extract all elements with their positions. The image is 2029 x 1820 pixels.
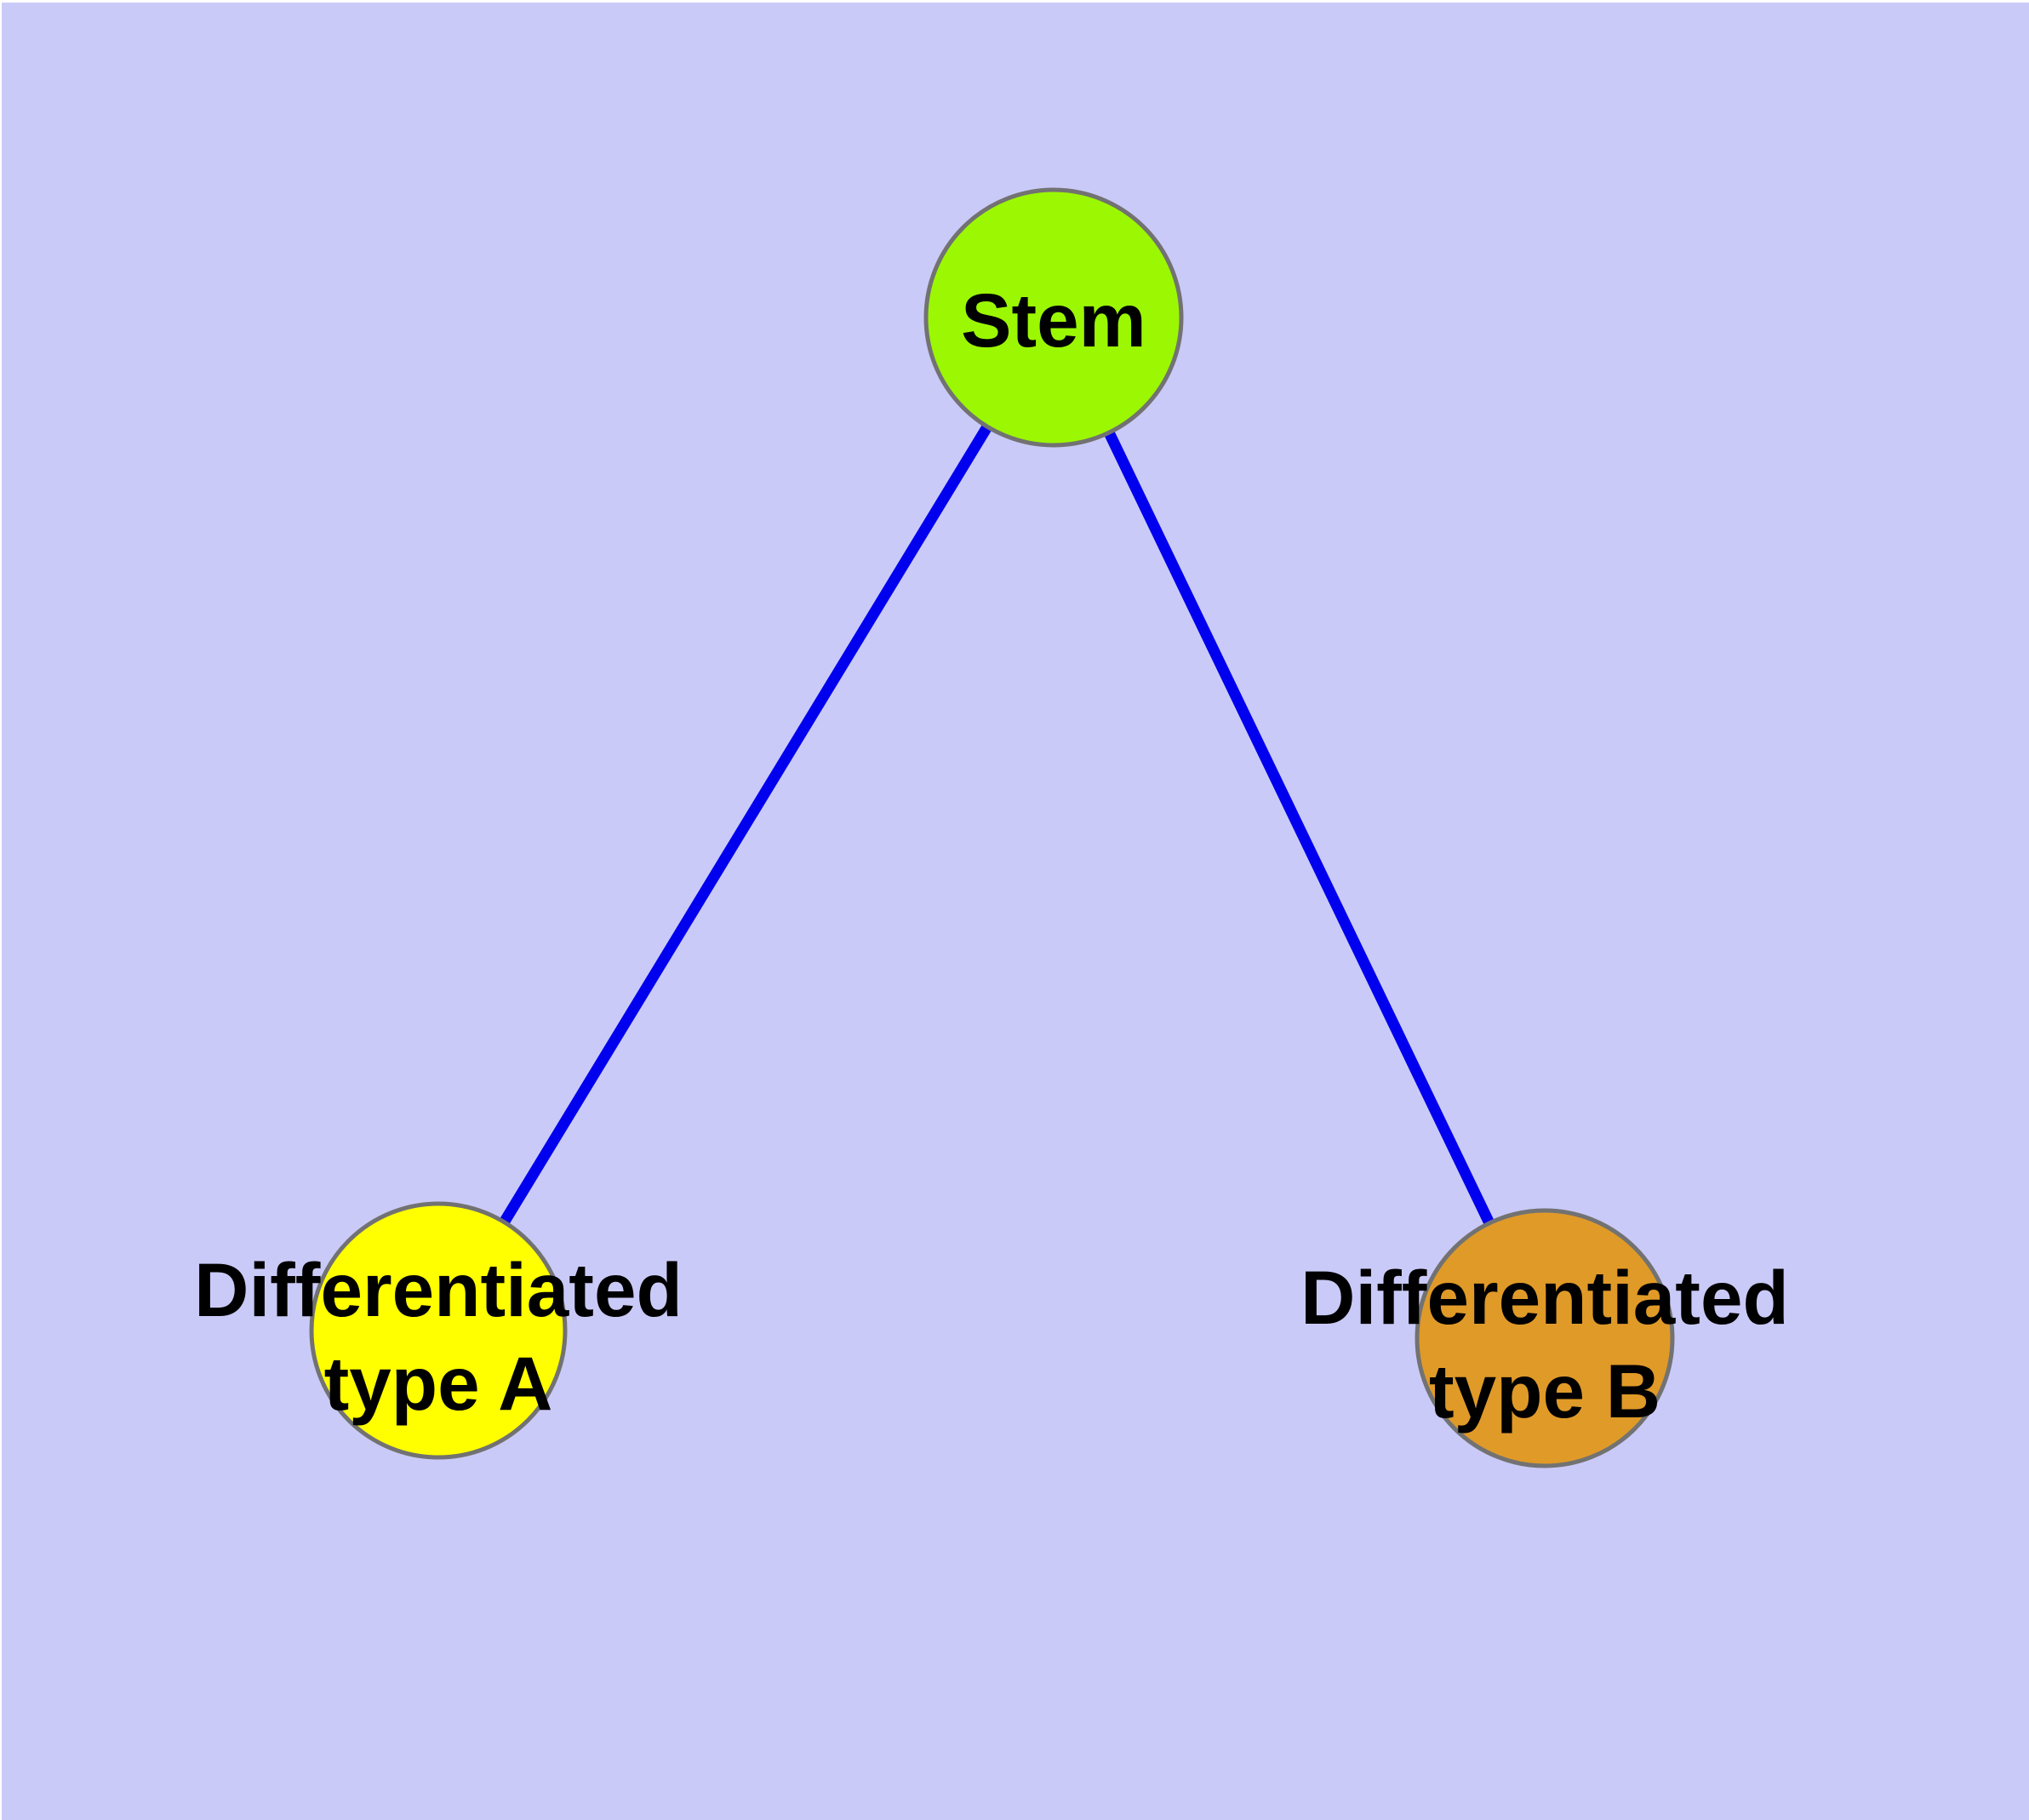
node-differentiated-type-a-circle: [309, 1201, 568, 1460]
node-differentiated-type-b-circle: [1415, 1208, 1675, 1468]
node-differentiated-type-a-label-line1: Differentiated: [194, 1247, 683, 1332]
edge-stem-to-type-a: [433, 314, 1059, 1334]
node-differentiated-type-a-label-line2: type A: [324, 1341, 553, 1426]
node-differentiated-type-b-label-line1: Differentiated: [1300, 1255, 1789, 1340]
node-stem-circle: [923, 187, 1184, 448]
edge-stem-to-type-b: [1049, 315, 1550, 1341]
node-stem-label: Stem: [961, 278, 1146, 363]
node-differentiated-type-b-label-line2: type B: [1429, 1348, 1660, 1434]
